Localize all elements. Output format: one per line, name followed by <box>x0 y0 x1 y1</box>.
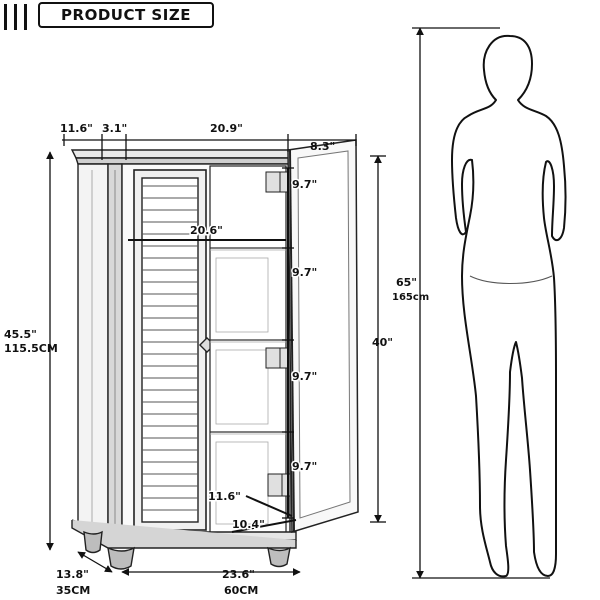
label-door-depth: 8.3" <box>310 140 335 153</box>
dimension-arrows <box>46 27 550 579</box>
header-bar: PRODUCT SIZE <box>0 0 600 40</box>
label-bottom-depth-inner: 11.6" <box>208 490 241 503</box>
label-height-in: 45.5" <box>4 328 37 341</box>
cabinet-feet <box>83 530 291 570</box>
label-shelf-gap-1: 9.7" <box>292 178 317 191</box>
label-door-height: 40" <box>372 336 393 349</box>
dimension-labels: 11.6" 3.1" 20.9" 8.3" 20.6" 9.7" 9.7" 9.… <box>4 122 429 597</box>
label-shelf-gap-4: 9.7" <box>292 460 317 473</box>
label-top-side-depth: 11.6" <box>60 122 93 135</box>
label-person-height-cm: 165cm <box>392 292 429 303</box>
door-hinges <box>265 171 291 497</box>
label-base-width-cm: 60CM <box>224 584 258 597</box>
label-shelf-gap-3: 9.7" <box>292 370 317 383</box>
interior-shelves <box>210 247 286 435</box>
cabinet-illustration <box>70 139 359 570</box>
label-base-depth-in: 13.8" <box>56 568 89 581</box>
label-shelf-gap-2: 9.7" <box>292 266 317 279</box>
label-top-trim-depth: 3.1" <box>102 122 127 135</box>
label-person-height-in: 65" <box>396 276 417 289</box>
label-bottom-width-inner: 10.4" <box>232 518 265 531</box>
header-title-box: PRODUCT SIZE <box>38 2 214 28</box>
louver-slats <box>142 185 198 511</box>
person-silhouette <box>451 34 567 578</box>
label-shelf-width: 20.6" <box>190 224 223 237</box>
page-title: PRODUCT SIZE <box>61 6 191 24</box>
label-base-width-in: 23.6" <box>222 568 255 581</box>
label-height-cm: 115.5CM <box>4 342 58 355</box>
label-base-depth-cm: 35CM <box>56 584 90 597</box>
label-top-width: 20.9" <box>210 122 243 135</box>
